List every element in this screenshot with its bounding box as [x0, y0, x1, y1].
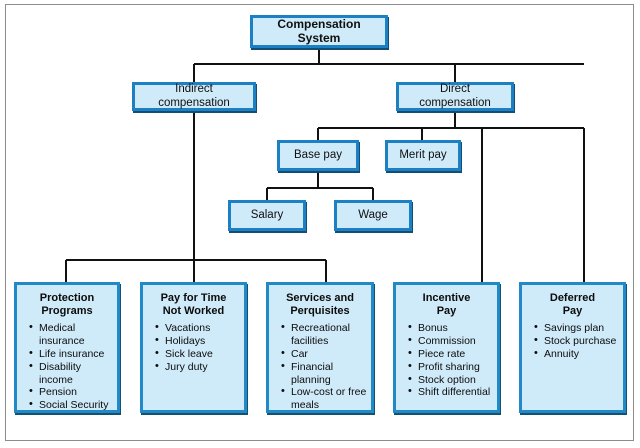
leafbox-list-item: Car	[281, 347, 367, 361]
line-level2-bus	[318, 126, 584, 130]
leafbox-list-item: Financial planning	[281, 360, 367, 387]
leafbox-list-item: Low-cost or free meals	[281, 385, 367, 412]
leafbox-list: Savings planStock purchaseAnnuity	[526, 321, 619, 361]
leafbox-list-item: Social Security	[29, 398, 113, 412]
leafbox-list-item: Jury duty	[155, 360, 240, 374]
node-label: Direct compensation	[419, 83, 491, 109]
leafbox-list-item: Bonus	[408, 321, 493, 335]
node-label: Base pay	[294, 148, 342, 161]
leafbox-pay-for-time-not-worked[interactable]: Pay for Time Not Worked VacationsHoliday…	[140, 282, 247, 413]
node-indirect-compensation[interactable]: Indirect compensation	[132, 82, 256, 111]
leafbox-deferred-pay[interactable]: Deferred Pay Savings planStock purchaseA…	[519, 282, 626, 413]
leafbox-title: Incentive Pay	[422, 292, 471, 318]
leafbox-list-item: Medical insurance	[29, 321, 113, 348]
line-level1-bus-rect	[194, 62, 455, 66]
node-wage[interactable]: Wage	[334, 200, 412, 231]
line-leaf-bus	[66, 258, 326, 262]
leafbox-title: Pay for Time Not Worked	[160, 292, 227, 318]
leafbox-list-item: Pension	[29, 385, 113, 399]
leafbox-list: Medical insuranceLife insuranceDisabilit…	[21, 321, 113, 412]
leafbox-list-item: Piece rate	[408, 347, 493, 361]
leafbox-protection-programs[interactable]: Protection Programs Medical insuranceLif…	[14, 282, 120, 413]
leafbox-title: Deferred Pay	[549, 292, 596, 318]
leafbox-list-item: Commission	[408, 334, 493, 348]
leafbox-list-item: Holidays	[155, 334, 240, 348]
leafbox-list: VacationsHolidaysSick leaveJury duty	[147, 321, 240, 374]
node-salary[interactable]: Salary	[228, 200, 306, 231]
line-level3-bus	[267, 186, 373, 190]
leafbox-list-item: Profit sharing	[408, 360, 493, 374]
leafbox-list-item: Savings plan	[534, 321, 619, 335]
node-label: Merit pay	[399, 148, 447, 161]
leafbox-list-item: Life insurance	[29, 347, 113, 361]
node-label: Wage	[358, 208, 388, 221]
leafbox-list-item: Stock purchase	[534, 334, 619, 348]
node-direct-compensation[interactable]: Direct compensation	[396, 82, 514, 111]
node-compensation-system[interactable]: Compensation System	[250, 15, 388, 48]
leafbox-list-item: Disability income	[29, 360, 113, 387]
leafbox-title: Services and Perquisites	[286, 292, 354, 318]
leafbox-list-item: Stock option	[408, 373, 493, 387]
node-label: Salary	[250, 208, 284, 221]
leafbox-list-item: Sick leave	[155, 347, 240, 361]
node-merit-pay[interactable]: Merit pay	[385, 140, 461, 171]
leafbox-list-item: Shift differential	[408, 385, 493, 399]
node-label: Indirect compensation	[158, 83, 230, 109]
leafbox-list-item: Recreational facilities	[281, 321, 367, 348]
leafbox-incentive-pay[interactable]: Incentive Pay BonusCommissionPiece rateP…	[393, 282, 500, 413]
leafbox-list-item: Vacations	[155, 321, 240, 335]
leafbox-services-and-perquisites[interactable]: Services and Perquisites Recreational fa…	[266, 282, 374, 413]
node-base-pay[interactable]: Base pay	[277, 140, 359, 171]
leafbox-list-item: Annuity	[534, 347, 619, 361]
leafbox-title: Protection Programs	[39, 292, 95, 318]
leafbox-list: BonusCommissionPiece rateProfit sharingS…	[400, 321, 493, 399]
node-label: Compensation System	[277, 16, 361, 45]
leafbox-list: Recreational facilitiesCarFinancial plan…	[273, 321, 367, 412]
